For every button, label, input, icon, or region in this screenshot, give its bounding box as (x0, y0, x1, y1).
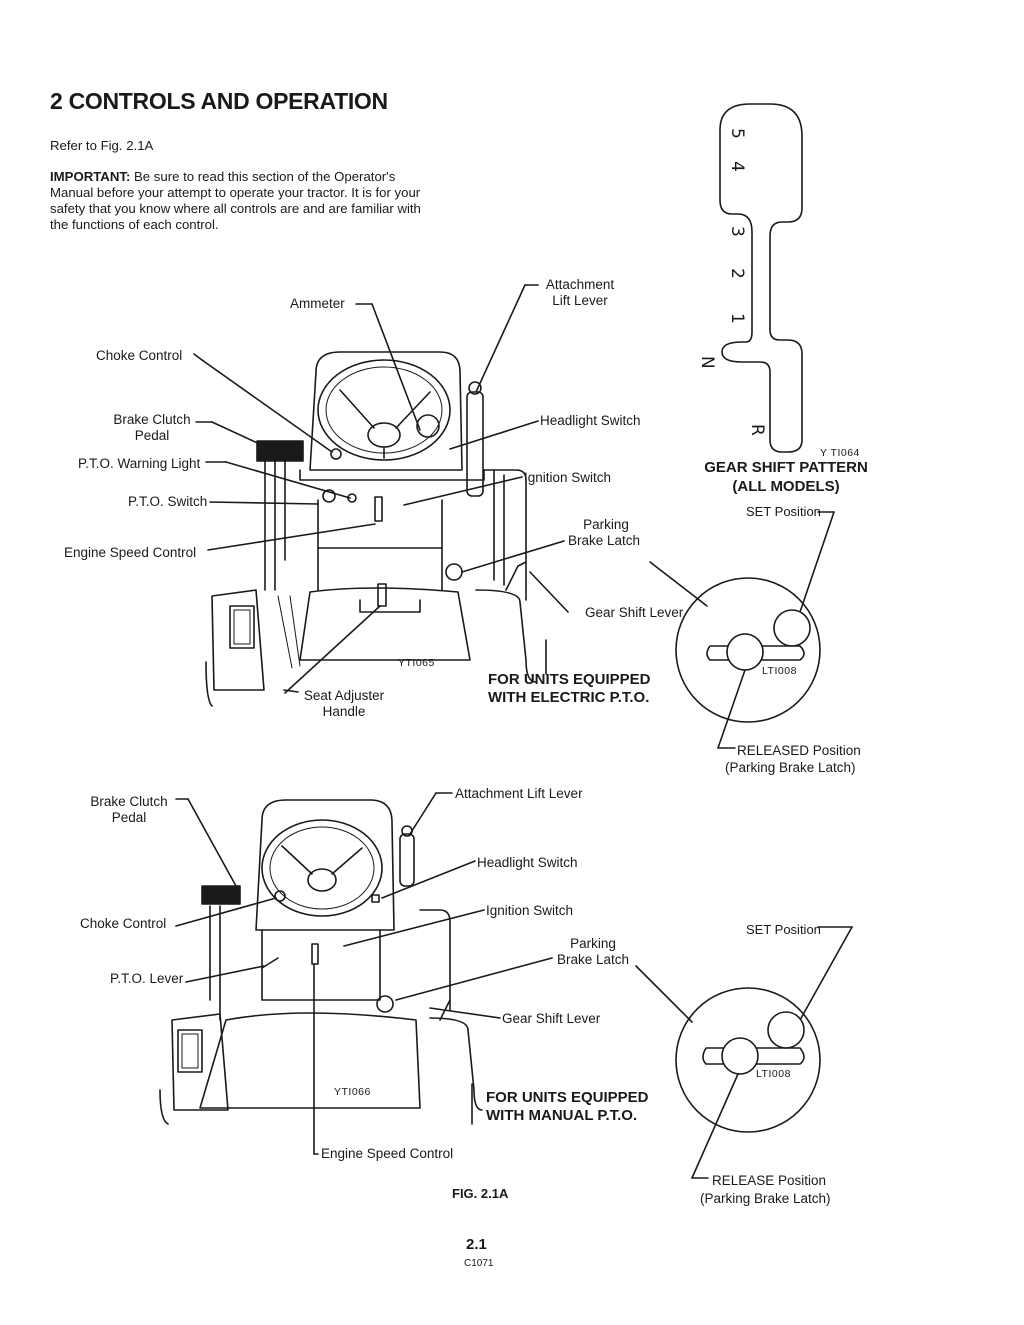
tractor-electric-pto-illustration (205, 351, 537, 707)
electric-pto-note-line-1: FOR UNITS EQUIPPED (488, 671, 651, 688)
bottom-engine-speed-control-label: Engine Speed Control (321, 1146, 454, 1161)
important-label: IMPORTANT: (50, 169, 131, 184)
choke-control-label: Choke Control (96, 348, 183, 363)
bottom-gear-shift-lever-label: Gear Shift Lever (502, 1011, 601, 1026)
tractor-manual-pto-illustration (159, 799, 483, 1125)
bottom-brake-clutch-pedal-label-2: Pedal (111, 810, 147, 825)
electric-pto-note-line-2: WITH ELECTRIC P.T.O. (488, 689, 650, 706)
latch-bottom-release-label-1: RELEASE Position (712, 1173, 827, 1188)
bottom-brake-clutch-pedal-label-1: Brake Clutch (90, 794, 168, 809)
parking-brake-latch-label-1: Parking (583, 517, 629, 532)
latch-top-released-label-2: (Parking Brake Latch) (725, 760, 856, 775)
latch-bottom-release-label-2: (Parking Brake Latch) (700, 1191, 831, 1206)
pto-lever-label: P.T.O. Lever (110, 971, 184, 986)
gear-pattern-subtitle: (ALL MODELS) (732, 478, 840, 495)
seat-adjuster-label-2: Handle (322, 704, 366, 719)
page-title: 2 CONTROLS AND OPERATION (50, 88, 388, 114)
document-code: C1071 (464, 1258, 494, 1269)
gear-shift-pattern-outline (719, 103, 803, 453)
bottom-ignition-switch-label: Ignition Switch (486, 903, 574, 918)
top-figure-code: YTI065 (398, 657, 435, 669)
latch-top-released-label-1: RELEASED Position (737, 743, 861, 758)
bottom-headlight-switch-label: Headlight Switch (477, 855, 578, 870)
gear-digit-r: R (747, 424, 767, 436)
figure-caption: FIG. 2.1A (452, 1186, 509, 1201)
gear-digit-2: 2 (727, 268, 747, 279)
bottom-parking-brake-latch-label-1: Parking (570, 936, 616, 951)
gear-digit-n: N (697, 356, 717, 369)
gear-digits: 5 4 3 2 1 N R (697, 128, 767, 436)
brake-clutch-pedal-label-2: Pedal (134, 428, 170, 443)
latch-bottom-set-position-label: SET Position (746, 922, 821, 937)
attachment-lift-lever-label-2: Lift Lever (552, 293, 608, 308)
top-figure-leaders (193, 284, 569, 694)
parking-brake-latch-label-2: Brake Latch (567, 533, 641, 548)
gear-shift-lever-label: Gear Shift Lever (585, 605, 684, 620)
bottom-figure-code: YTI066 (334, 1086, 371, 1098)
gear-digit-5: 5 (727, 128, 747, 139)
gear-digit-4: 4 (727, 161, 747, 172)
ammeter-label: Ammeter (290, 296, 345, 311)
engine-speed-control-label: Engine Speed Control (64, 545, 197, 560)
gear-digit-3: 3 (727, 226, 747, 237)
bottom-choke-control-label: Choke Control (80, 916, 167, 931)
figure-reference: Refer to Fig. 2.1A (50, 138, 154, 153)
manual-pto-note-line-2: WITH MANUAL P.T.O. (486, 1107, 638, 1124)
headlight-switch-label: Headlight Switch (540, 413, 641, 428)
latch-top-code: LTI008 (762, 665, 797, 677)
important-text: Be sure to read this section of the Oper… (50, 169, 421, 232)
bottom-parking-brake-latch-label-2: Brake Latch (556, 952, 630, 967)
manual-pto-note-line-1: FOR UNITS EQUIPPED (486, 1089, 649, 1106)
gear-pattern-title: GEAR SHIFT PATTERN (704, 459, 868, 476)
page-number: 2.1 (466, 1236, 487, 1253)
brake-clutch-pedal-label-1: Brake Clutch (113, 412, 191, 427)
pto-warning-light-label: P.T.O. Warning Light (78, 456, 201, 471)
latch-bottom-code: LTI008 (756, 1068, 791, 1080)
seat-adjuster-label-1: Seat Adjuster (303, 688, 385, 703)
pto-switch-label: P.T.O. Switch (128, 494, 208, 509)
latch-diagram-top (649, 511, 835, 749)
bottom-attachment-lift-lever-label: Attachment Lift Lever (455, 786, 583, 801)
latch-top-set-position-label: SET Position (746, 504, 821, 519)
gear-pattern-code: Y TI064 (820, 447, 860, 459)
attachment-lift-lever-label-1: Attachment (545, 277, 615, 292)
ignition-switch-label: Ignition Switch (524, 470, 612, 485)
bottom-figure-leaders (175, 792, 553, 1155)
gear-digit-1: 1 (727, 313, 747, 324)
important-notice: IMPORTANT: Be sure to read this section … (50, 169, 440, 233)
latch-diagram-bottom (635, 926, 853, 1179)
